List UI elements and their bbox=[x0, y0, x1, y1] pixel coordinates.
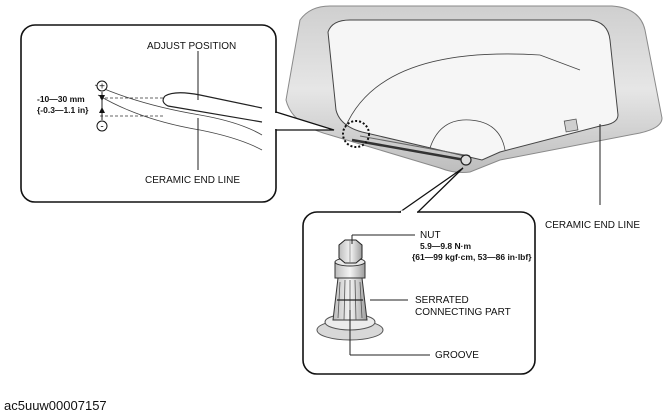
ceramic-end-line-label-left: CERAMIC END LINE bbox=[145, 175, 240, 186]
tolerance-mm: -10—30 mm bbox=[37, 94, 85, 104]
ceramic-end-line bbox=[327, 19, 619, 161]
figure-id: ac5uuw00007157 bbox=[4, 398, 107, 413]
adjust-position-label: ADJUST POSITION bbox=[147, 41, 236, 52]
wiper-pivot bbox=[460, 154, 472, 166]
groove-label: GROOVE bbox=[435, 350, 479, 361]
torque-nm: 5.9—9.8 N·m bbox=[420, 241, 471, 251]
wiper-arm bbox=[351, 138, 466, 162]
wiper-hub-arc bbox=[429, 119, 506, 151]
tolerance-in: {-0.3—1.1 in} bbox=[37, 105, 89, 115]
nut-label: NUT bbox=[420, 230, 441, 241]
minus-sign: - bbox=[100, 122, 103, 133]
detail-circle bbox=[342, 120, 370, 148]
ceramic-end-line-label-main: CERAMIC END LINE bbox=[545, 220, 640, 231]
wiper-sweep-arc bbox=[344, 53, 541, 129]
torque-alt: {61—99 kgf·cm, 53—86 in·lbf} bbox=[412, 252, 532, 262]
serrated-label-line2: CONNECTING PART bbox=[415, 307, 511, 318]
callout-adjust-position: + - -10—30 mm {-0.3—1.1 in} ADJUST POSIT… bbox=[20, 24, 335, 203]
glass-marker bbox=[563, 118, 579, 133]
serrated-label-line1: SERRATED bbox=[415, 295, 469, 306]
callout-nut-detail: NUT 5.9—9.8 N·m {61—99 kgf·cm, 53—86 in·… bbox=[302, 167, 536, 375]
plus-sign: + bbox=[99, 82, 105, 93]
rear-window-glass bbox=[285, 5, 663, 205]
